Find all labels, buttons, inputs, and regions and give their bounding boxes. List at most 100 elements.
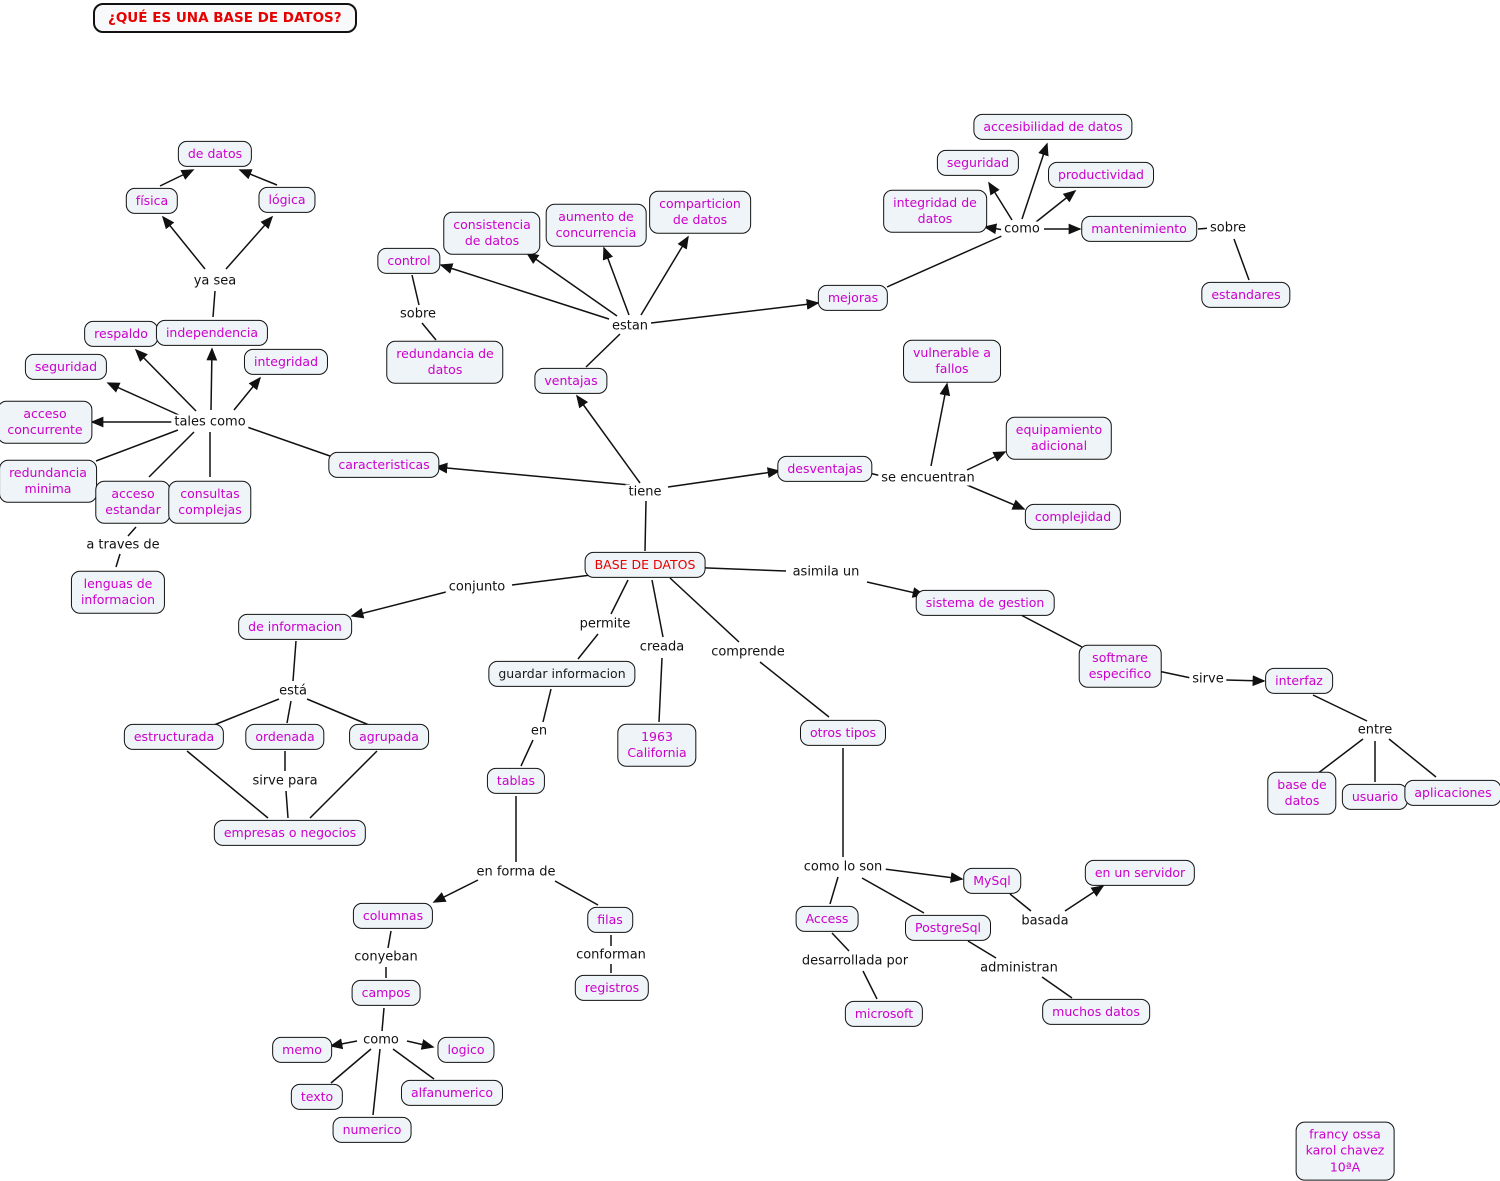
link-label-sirve: sirve bbox=[1189, 671, 1227, 687]
node-tablas[interactable]: tablas bbox=[486, 767, 546, 795]
node-ventajas[interactable]: ventajas bbox=[534, 367, 608, 395]
node-de-datos[interactable]: de datos bbox=[177, 140, 253, 168]
node-accesibilidad-de-datos[interactable]: accesibilidad de datos bbox=[973, 113, 1133, 141]
node-text-line: caracteristicas bbox=[338, 456, 430, 472]
node-control[interactable]: control bbox=[377, 247, 441, 275]
node-caracteristicas[interactable]: caracteristicas bbox=[328, 451, 440, 479]
node-text-line: de datos bbox=[464, 233, 520, 248]
node-en-un-servidor[interactable]: en un servidor bbox=[1084, 859, 1196, 887]
node-interfaz[interactable]: interfaz bbox=[1265, 667, 1333, 695]
node-numerico[interactable]: numerico bbox=[332, 1116, 412, 1144]
node-mantenimiento[interactable]: mantenimiento bbox=[1081, 215, 1197, 243]
node-mejoras[interactable]: mejoras bbox=[817, 284, 889, 312]
node-microsoft[interactable]: microsoft bbox=[844, 1000, 924, 1028]
node-base-de-datos[interactable]: BASE DE DATOS bbox=[584, 551, 706, 579]
node-filas[interactable]: filas bbox=[587, 906, 633, 934]
connector-line bbox=[1388, 738, 1437, 778]
link-label-permite: permite bbox=[576, 616, 634, 632]
connector-line bbox=[306, 698, 370, 726]
connector-line bbox=[667, 467, 781, 488]
node-sistema-de-gestion[interactable]: sistema de gestion bbox=[915, 589, 1055, 617]
node-text-line: lenguas de bbox=[83, 575, 153, 591]
node-desventajas[interactable]: desventajas bbox=[777, 455, 873, 483]
node-de-informacion[interactable]: de informacion bbox=[238, 613, 352, 641]
node-text-line: datos bbox=[1284, 793, 1320, 808]
node-seguridad-der[interactable]: seguridad bbox=[936, 149, 1020, 177]
connector-line bbox=[392, 1048, 435, 1080]
link-label-conforman: conforman bbox=[573, 947, 649, 963]
map-title[interactable]: ¿QUÉ ES UNA BASE DE DATOS? bbox=[93, 3, 357, 33]
node-text-line: 1963 bbox=[641, 728, 673, 744]
connector-line bbox=[644, 500, 647, 552]
node-text-line: aplicaciones bbox=[1414, 784, 1492, 800]
node-muchos-datos[interactable]: muchos datos bbox=[1042, 998, 1150, 1026]
link-label-tiene: tiene bbox=[625, 484, 665, 500]
node-text-line: consistencia bbox=[453, 216, 531, 232]
connector-line bbox=[1021, 142, 1049, 220]
connector-line bbox=[432, 879, 479, 903]
node-estandares[interactable]: estandares bbox=[1201, 281, 1291, 309]
node-texto[interactable]: texto bbox=[290, 1083, 344, 1111]
connector-line bbox=[866, 581, 926, 598]
link-label-comprende: comprende bbox=[708, 644, 788, 660]
connector-line bbox=[1035, 189, 1077, 223]
node-ordenada[interactable]: ordenada bbox=[245, 723, 325, 751]
connector-line bbox=[286, 700, 292, 724]
link-label-creada: creada bbox=[636, 639, 688, 655]
node-text-line: interfaz bbox=[1275, 672, 1323, 688]
node-text-line: acceso bbox=[111, 485, 155, 501]
node-agrupada[interactable]: agrupada bbox=[349, 723, 429, 751]
node-mysql[interactable]: MySql bbox=[963, 867, 1021, 895]
node-complejidad[interactable]: complejidad bbox=[1024, 503, 1122, 531]
node-access[interactable]: Access bbox=[795, 905, 859, 933]
node-fisica[interactable]: física bbox=[125, 187, 179, 215]
node-alfanumerico[interactable]: alfanumerico bbox=[400, 1079, 504, 1107]
connector-line bbox=[1312, 694, 1368, 722]
node-text-line: seguridad bbox=[34, 358, 98, 374]
node-registros[interactable]: registros bbox=[574, 974, 650, 1002]
node-respaldo[interactable]: respaldo bbox=[84, 320, 158, 348]
link-label-tales-como: tales como bbox=[171, 414, 249, 430]
connector-line bbox=[148, 431, 195, 478]
node-aplicaciones[interactable]: aplicaciones bbox=[1404, 779, 1500, 807]
node-independencia[interactable]: independencia bbox=[155, 319, 269, 347]
node-text-line: mantenimiento bbox=[1091, 220, 1187, 236]
node-campos[interactable]: campos bbox=[351, 979, 421, 1007]
node-memo[interactable]: memo bbox=[272, 1036, 332, 1064]
node-logico[interactable]: logico bbox=[437, 1036, 495, 1064]
node-empresas-o-negocios[interactable]: empresas o negocios bbox=[213, 819, 367, 847]
node-otros-tipos[interactable]: otros tipos bbox=[799, 719, 887, 747]
node-productividad[interactable]: productividad bbox=[1048, 161, 1154, 189]
node-text-line: mejoras bbox=[827, 289, 879, 305]
node-seguridad-izq[interactable]: seguridad bbox=[24, 353, 108, 381]
node-guardar-informacion[interactable]: guardar informacion bbox=[488, 660, 636, 688]
node-postgresql[interactable]: PostgreSql bbox=[905, 914, 991, 942]
node-logica[interactable]: lógica bbox=[258, 186, 316, 214]
connector-line bbox=[329, 1038, 358, 1050]
node-columnas[interactable]: columnas bbox=[352, 902, 434, 930]
connector-line bbox=[883, 868, 964, 883]
node-usuario[interactable]: usuario bbox=[1341, 783, 1409, 811]
node-text-line: tablas bbox=[496, 772, 536, 788]
node-estructurada[interactable]: estructurada bbox=[123, 723, 225, 751]
connector-line bbox=[542, 688, 552, 723]
node-integridad[interactable]: integridad bbox=[243, 348, 329, 376]
link-label-sobre-izq: sobre bbox=[396, 306, 440, 322]
